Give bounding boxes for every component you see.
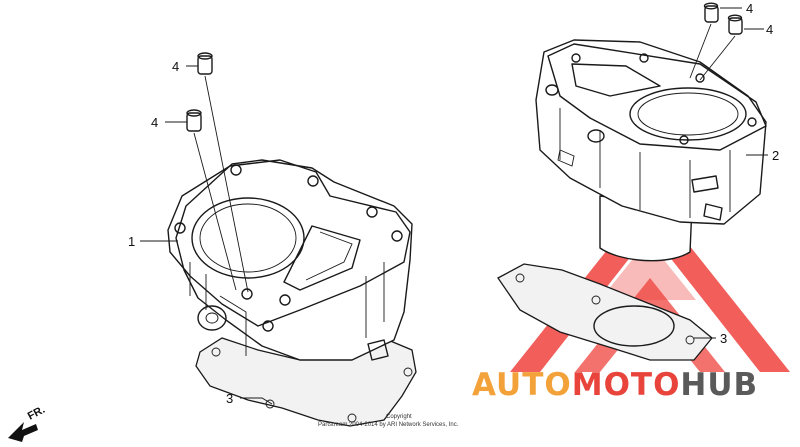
callout-3-left: 3 — [226, 391, 233, 406]
copyright-line-2: Partstream 2004-2014 by ARI Network Serv… — [318, 422, 459, 428]
callout-1: 1 — [128, 234, 135, 249]
callout-4-right-1: 4 — [746, 1, 753, 16]
dowel-pin-right-2 — [727, 14, 743, 35]
watermark-brand-hub: HUB — [680, 367, 758, 403]
direction-label: FR. — [26, 404, 47, 423]
callout-4-left-upper: 4 — [172, 59, 179, 74]
callout-4-right-2: 4 — [766, 22, 773, 37]
callout-2: 2 — [772, 148, 779, 163]
dowel-pin-left-upper — [197, 52, 213, 75]
watermark-brand-moto: MOTO — [572, 367, 681, 403]
leader-lines — [140, 7, 768, 405]
arrow-icon — [8, 422, 38, 442]
copyright-line-1: Copyright — [386, 414, 412, 420]
cylinder-left — [167, 159, 417, 427]
dowel-pin-left-lower — [186, 109, 202, 132]
cylinder-right — [497, 39, 767, 361]
callout-4-left-lower: 4 — [151, 115, 158, 130]
front-direction-indicator: FR. — [8, 404, 47, 442]
watermark-brand-text: AUTOMOTOHUB — [472, 367, 758, 403]
callout-3-right: 3 — [720, 331, 727, 346]
watermark-brand-auto: AUTO — [472, 367, 572, 403]
dowel-pin-right-1 — [703, 2, 719, 23]
